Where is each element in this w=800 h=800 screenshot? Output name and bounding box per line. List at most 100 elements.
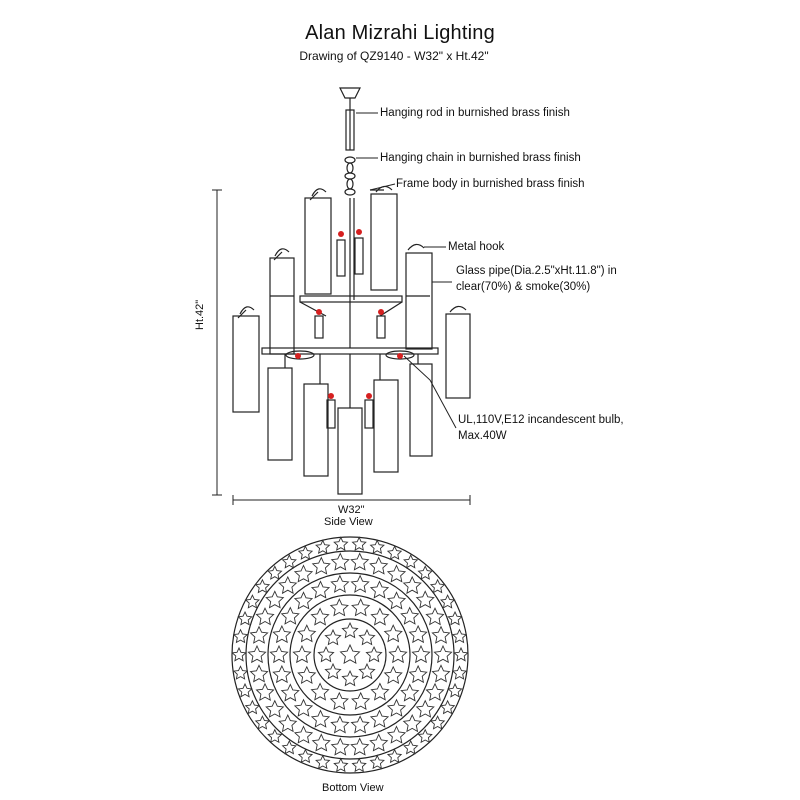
pipe-star xyxy=(403,739,419,755)
callout-glass-line2: clear(70%) & smoke(30%) xyxy=(456,281,591,293)
glass-pipe xyxy=(409,363,433,457)
candle-bulbs xyxy=(314,237,386,429)
pipe-star xyxy=(341,621,359,639)
pipe-star xyxy=(317,645,335,663)
bulb-flames xyxy=(295,229,403,399)
pipe-star xyxy=(447,682,463,698)
pipe-star xyxy=(278,714,298,733)
pipe-star xyxy=(244,594,261,609)
pipe-star xyxy=(351,598,371,617)
pipe-star xyxy=(369,580,390,599)
pipe-star xyxy=(280,683,300,702)
pipe-star xyxy=(310,607,330,626)
pipe-star xyxy=(269,644,289,664)
pipe-star xyxy=(272,664,292,684)
pipe-star xyxy=(400,683,420,702)
pipe-star xyxy=(329,691,349,710)
pipe-star xyxy=(350,715,370,734)
pipe-star xyxy=(350,552,370,571)
side-view-label: Side View xyxy=(324,516,373,528)
leader-frame xyxy=(369,183,396,191)
pipe-star xyxy=(293,564,314,583)
glass-pipe xyxy=(337,407,363,495)
pipe-star xyxy=(415,699,435,718)
pipe-star xyxy=(386,725,407,744)
metal-hook xyxy=(407,243,425,251)
pipe-star xyxy=(255,682,275,701)
pipe-star xyxy=(408,624,428,644)
pipe-star xyxy=(292,644,312,664)
pipe-star xyxy=(402,575,422,595)
pipe-star xyxy=(408,664,428,684)
callout-bulb-line1: UL,110V,E12 incandescent bulb, xyxy=(458,414,624,426)
pipe-star xyxy=(330,574,350,593)
pipe-star xyxy=(324,628,342,646)
metal-hook xyxy=(449,305,467,313)
pipe-star xyxy=(425,682,445,701)
pipe-star xyxy=(431,625,451,644)
glass-pipe xyxy=(304,197,332,295)
pipe-star xyxy=(311,733,331,752)
pipe-star xyxy=(293,725,314,744)
pipe-star xyxy=(254,715,271,730)
pipe-star xyxy=(369,733,389,752)
pipe-star xyxy=(351,691,371,710)
pipe-star xyxy=(365,645,383,663)
callout-hook: Metal hook xyxy=(448,241,505,253)
pipe-star xyxy=(280,606,300,625)
rod-sleeve xyxy=(345,109,355,151)
pipe-star xyxy=(388,644,408,664)
pipe-star xyxy=(369,709,390,728)
pipe-star xyxy=(310,580,331,599)
pipe-star xyxy=(329,598,349,617)
pipe-star xyxy=(351,757,367,773)
pipe-star xyxy=(369,754,385,770)
glass-pipe xyxy=(269,257,295,355)
pipe-star xyxy=(311,556,331,575)
pipe-star xyxy=(297,665,317,684)
pipe-star xyxy=(339,643,361,664)
pipe-star xyxy=(267,565,283,580)
bottom-view-label: Bottom View xyxy=(322,782,384,794)
pipe-star xyxy=(425,607,445,626)
pipe-star xyxy=(310,682,330,701)
pipe-star xyxy=(433,644,453,664)
pipe-star xyxy=(330,737,350,756)
glass-pipe xyxy=(370,193,398,291)
pipe-star xyxy=(247,644,267,664)
pipe-star xyxy=(350,737,370,756)
pipe-star xyxy=(315,539,331,554)
pipe-star xyxy=(237,610,253,626)
pipe-star xyxy=(369,556,389,575)
pipe-star xyxy=(370,682,390,701)
pipe-star xyxy=(232,665,249,680)
pipe-star xyxy=(431,664,451,683)
glass-pipe xyxy=(232,315,260,413)
pipe-star xyxy=(249,625,269,644)
pipe-star xyxy=(451,665,468,680)
pipe-star xyxy=(324,662,342,680)
metal-hook xyxy=(237,306,255,319)
height-label: Ht.42" xyxy=(194,299,206,330)
pipe-star xyxy=(293,591,314,610)
pipe-star xyxy=(244,699,261,715)
pipe-star xyxy=(417,565,433,580)
pipe-star xyxy=(383,624,403,643)
drawing-subtitle: Drawing of QZ9140 - W32" x Ht.42" xyxy=(299,49,489,63)
leader-bulb xyxy=(403,355,457,429)
glass-pipe xyxy=(373,379,399,473)
pipe-star xyxy=(429,715,446,730)
pipe-star xyxy=(278,575,298,595)
pipe-star xyxy=(402,714,422,733)
pipe-star xyxy=(400,606,420,625)
pipe-star xyxy=(350,574,370,593)
pipe-star xyxy=(265,699,285,718)
pipe-star xyxy=(439,699,456,715)
pipe-star xyxy=(351,536,367,551)
pipe-star xyxy=(281,739,297,755)
pipe-star xyxy=(231,646,247,662)
pipe-star xyxy=(447,610,463,626)
pipe-star xyxy=(330,715,350,734)
pipe-star xyxy=(415,590,435,609)
